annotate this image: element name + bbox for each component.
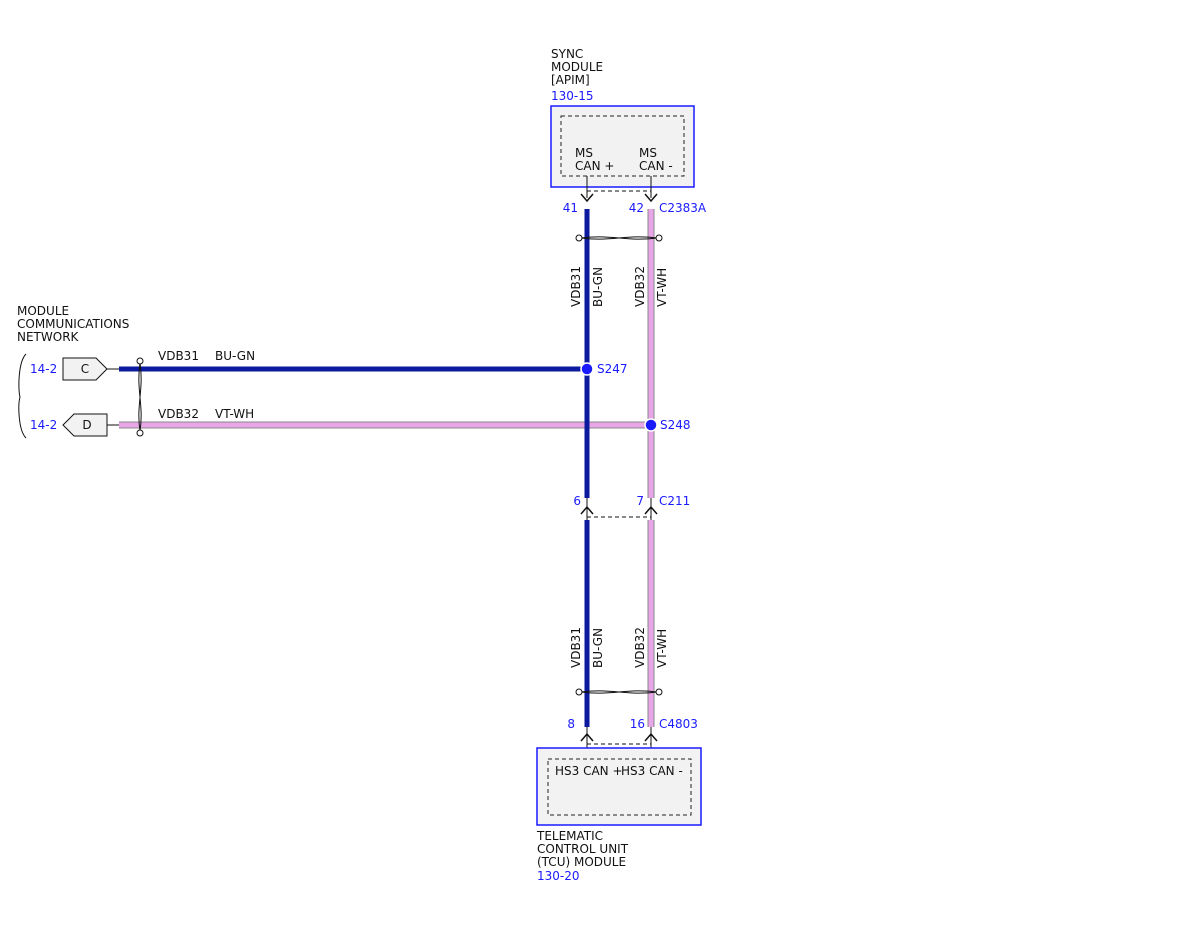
wire-label-color: BU-GN (591, 628, 605, 668)
connector-name-c4803: C4803 (659, 717, 698, 731)
connector-name-c2383a: C2383A (659, 201, 707, 215)
wire-label-color: VT-WH (215, 407, 254, 421)
connector-name-c211: C211 (659, 494, 690, 508)
tcu-module-name-line-3: (TCU) MODULE (537, 855, 626, 869)
twisted-pair-icon (136, 357, 144, 437)
connector-c211[interactable]: 6 7 C211 (573, 494, 690, 520)
network-ref-c[interactable]: 14-2 C (30, 357, 119, 381)
sync-pin-label-ms-plus-2: CAN + (575, 159, 614, 173)
wire-label-circuit: VDB32 (633, 266, 647, 307)
splice-s247[interactable]: S247 (580, 362, 628, 376)
network-ref-page[interactable]: 14-2 (30, 418, 57, 432)
wire-label-circuit: VDB31 (569, 266, 583, 307)
network-ref-letter: C (81, 362, 89, 376)
tcu-module-box (536, 747, 702, 826)
connector-flag-right-icon (62, 357, 108, 381)
pin-41: 41 (563, 201, 578, 215)
pin-7: 7 (636, 494, 644, 508)
network-ref-letter: D (82, 418, 91, 432)
network-title-line-1: MODULE (17, 304, 69, 318)
wire-label-color: BU-GN (215, 349, 255, 363)
sync-module-name-line-3: [APIM] (551, 73, 590, 87)
wire-label-circuit: VDB31 (158, 349, 199, 363)
sync-module-box (550, 105, 695, 188)
splice-label: S248 (660, 418, 691, 432)
connector-c4803[interactable]: 8 16 C4803 (567, 717, 698, 760)
sync-module-name-line-2: MODULE (551, 60, 603, 74)
wire-label-color: VT-WH (655, 268, 669, 307)
network-title: MODULE COMMUNICATIONS NETWORK (17, 304, 129, 344)
network-brace-icon (18, 353, 27, 439)
tcu-module-page-ref[interactable]: 130-20 (537, 869, 580, 883)
sync-pin-label-ms-plus-1: MS (575, 146, 593, 160)
network-ref-d[interactable]: 14-2 D (30, 413, 119, 437)
pin-arrow-icon (580, 732, 594, 742)
tcu-module[interactable]: HS3 CAN + HS3 CAN - TELEMATIC CONTROL UN… (536, 747, 702, 883)
pin-arrow-icon (580, 193, 594, 203)
sync-module-internal-outline (560, 115, 685, 177)
pin-arrow-icon (644, 193, 658, 203)
network-title-line-2: COMMUNICATIONS (17, 317, 129, 331)
pin-42: 42 (629, 201, 644, 215)
pin-8: 8 (567, 717, 575, 731)
pin-6: 6 (573, 494, 581, 508)
twisted-pair-icon (575, 688, 663, 696)
sync-module[interactable]: SYNC MODULE [APIM] 130-15 MS CAN + MS CA… (550, 47, 695, 188)
network-ref-page[interactable]: 14-2 (30, 362, 57, 376)
wire-label-circuit: VDB31 (569, 627, 583, 668)
splice-label: S247 (597, 362, 628, 376)
network-title-line-3: NETWORK (17, 330, 80, 344)
connector-c2383a[interactable]: 41 42 C2383A (563, 176, 707, 215)
sync-pin-label-ms-minus-1: MS (639, 146, 657, 160)
wire-label-color: VT-WH (655, 629, 669, 668)
wire-label-circuit: VDB32 (633, 627, 647, 668)
wire-label-circuit: VDB32 (158, 407, 199, 421)
tcu-module-internal-outline (547, 758, 692, 816)
tcu-pin-label-hs3-plus: HS3 CAN + (555, 764, 623, 778)
tcu-module-name-line-1: TELEMATIC (536, 829, 603, 843)
sync-pin-label-ms-minus-2: CAN - (639, 159, 673, 173)
twisted-pair-icon (575, 234, 663, 242)
tcu-pin-label-hs3-minus: HS3 CAN - (621, 764, 683, 778)
wire-label-color: BU-GN (591, 267, 605, 307)
sync-module-page-ref[interactable]: 130-15 (551, 89, 594, 103)
tcu-module-name-line-2: CONTROL UNIT (537, 842, 629, 856)
pin-arrow-icon (644, 732, 658, 742)
splice-s248[interactable]: S248 (644, 418, 691, 432)
pin-16: 16 (630, 717, 645, 731)
sync-module-name-line-1: SYNC (551, 47, 583, 61)
